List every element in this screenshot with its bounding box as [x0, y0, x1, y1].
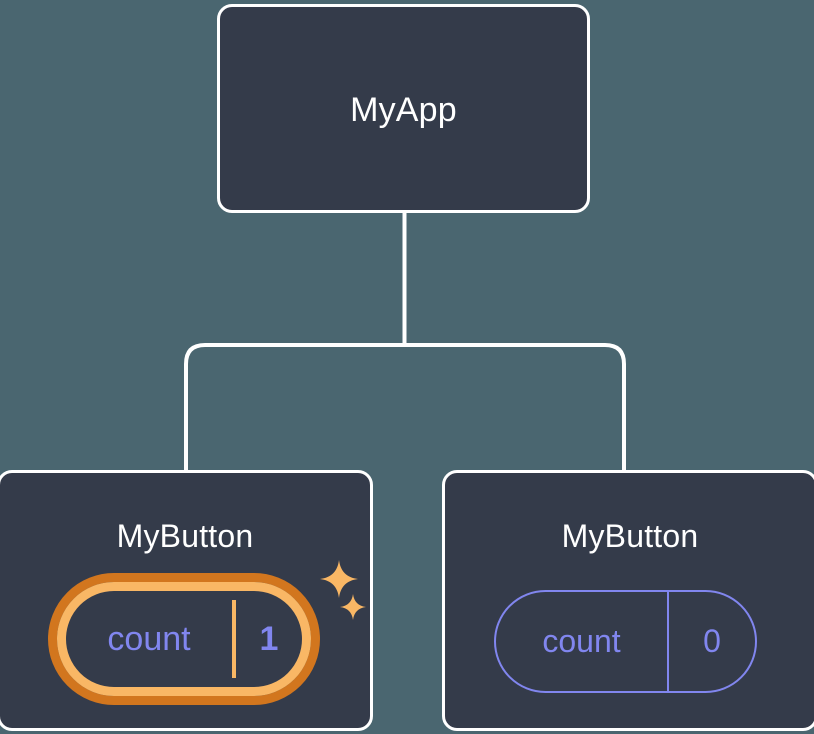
state-pill-plain[interactable]: count 0 [494, 590, 757, 693]
state-pill-divider [232, 600, 236, 678]
state-key-label: count [107, 619, 191, 658]
state-value-label: 0 [703, 623, 721, 659]
state-pill-inner-ring: count 1 [57, 582, 311, 696]
component-node-label: MyButton [561, 518, 699, 554]
component-node-label: MyButton [116, 518, 254, 554]
state-pill-highlighted[interactable]: count 1 [48, 573, 320, 705]
component-node-myapp[interactable]: MyApp [217, 4, 590, 213]
state-value-label: 1 [259, 619, 279, 658]
connector-branch-bar [184, 343, 626, 472]
state-pill-divider [667, 592, 669, 691]
component-node-label: MyApp [350, 91, 457, 129]
state-key-label: count [542, 623, 621, 659]
